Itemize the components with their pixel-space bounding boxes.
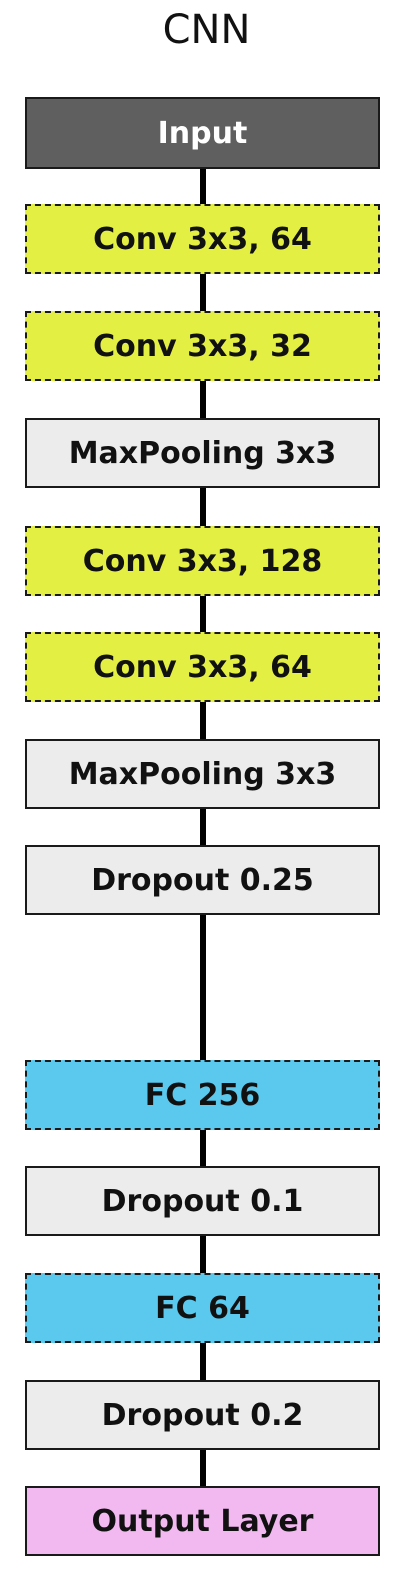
layer-label: Input xyxy=(157,115,248,151)
layer-label: Output Layer xyxy=(91,1503,314,1539)
layer-maxpooling-1: MaxPooling 3x3 xyxy=(25,418,380,488)
connector-line xyxy=(200,150,206,1490)
layer-output: Output Layer xyxy=(25,1486,380,1556)
layer-dropout-2: Dropout 0.1 xyxy=(25,1166,380,1236)
layer-conv-1: Conv 3x3, 64 xyxy=(25,204,380,274)
layer-conv-2: Conv 3x3, 32 xyxy=(25,311,380,381)
layer-conv-4: Conv 3x3, 64 xyxy=(25,632,380,702)
layer-label: Conv 3x3, 64 xyxy=(93,221,312,257)
layer-label: Dropout 0.2 xyxy=(101,1397,304,1433)
layer-fc-1: FC 256 xyxy=(25,1060,380,1130)
layer-dropout-3: Dropout 0.2 xyxy=(25,1380,380,1450)
layer-label: MaxPooling 3x3 xyxy=(68,756,337,792)
layer-label: Dropout 0.25 xyxy=(91,862,314,898)
layer-fc-2: FC 64 xyxy=(25,1273,380,1343)
diagram-title: CNN xyxy=(162,7,251,53)
layer-label: Conv 3x3, 128 xyxy=(82,543,323,579)
layer-label: MaxPooling 3x3 xyxy=(68,435,337,471)
layer-label: Dropout 0.1 xyxy=(101,1183,304,1219)
layer-maxpooling-2: MaxPooling 3x3 xyxy=(25,739,380,809)
layer-conv-3: Conv 3x3, 128 xyxy=(25,526,380,596)
layer-dropout-1: Dropout 0.25 xyxy=(25,845,380,915)
layer-input: Input xyxy=(25,97,380,169)
layer-label: FC 64 xyxy=(155,1290,250,1326)
layer-label: Conv 3x3, 64 xyxy=(93,649,312,685)
layer-label: FC 256 xyxy=(144,1077,261,1113)
layer-label: Conv 3x3, 32 xyxy=(93,328,312,364)
